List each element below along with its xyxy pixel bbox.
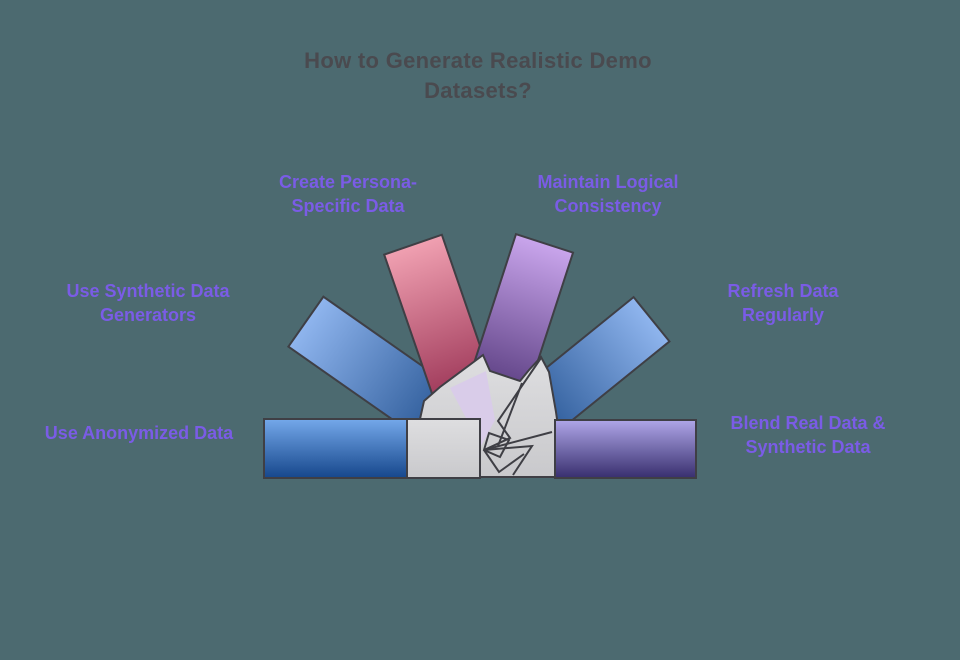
label-line: Synthetic Data <box>745 437 871 457</box>
label-line: Consistency <box>554 196 662 216</box>
ribbon-blend-real-data-synthetic-data <box>554 419 697 479</box>
label-create-persona-specific-data: Create Persona- Specific Data <box>279 170 417 218</box>
ribbon-use-anonymized-data <box>263 418 408 479</box>
label-line: Blend Real Data & <box>730 413 886 433</box>
label-blend-real-data-synthetic-data: Blend Real Data & Synthetic Data <box>730 411 885 459</box>
diagram-title-line: Datasets? <box>424 78 532 103</box>
diagram-title-line: How to Generate Realistic Demo <box>304 48 652 73</box>
label-line: Use Synthetic Data <box>66 281 230 301</box>
label-line: Create Persona- <box>278 172 418 192</box>
label-line: Maintain Logical <box>537 172 679 192</box>
label-maintain-logical-consistency: Maintain Logical Consistency <box>537 170 678 218</box>
label-line: Regularly <box>741 305 825 325</box>
label-use-anonymized-data: Use Anonymized Data <box>45 421 233 445</box>
diagram-title: How to Generate Realistic Demo Datasets? <box>238 46 718 106</box>
label-line: Use Anonymized Data <box>44 423 234 443</box>
label-line: Refresh Data <box>727 281 839 301</box>
fan-hub-lavender-fold <box>450 371 495 446</box>
label-refresh-data-regularly: Refresh Data Regularly <box>727 279 838 327</box>
label-line: Specific Data <box>291 196 405 216</box>
fan-base-square <box>406 418 481 479</box>
label-line: Generators <box>99 305 197 325</box>
fan-hub-crease-lines <box>482 357 553 476</box>
label-use-synthetic-data-generators: Use Synthetic Data Generators <box>66 279 229 327</box>
